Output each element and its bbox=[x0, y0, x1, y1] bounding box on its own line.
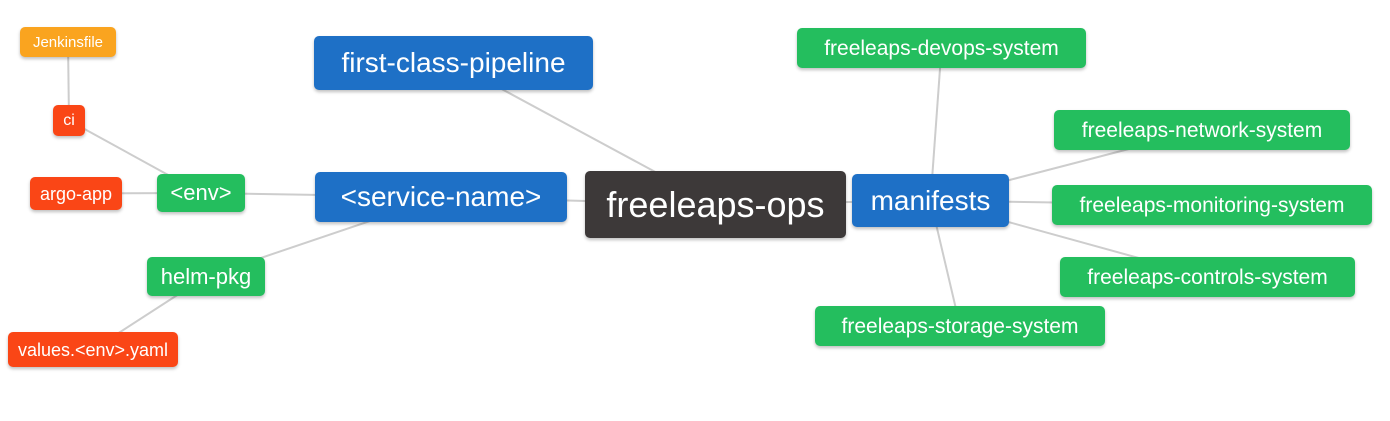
node-jenkinsfile[interactable]: Jenkinsfile bbox=[20, 27, 116, 57]
node-helm-pkg[interactable]: helm-pkg bbox=[147, 257, 265, 296]
node-freeleaps-controls-system[interactable]: freeleaps-controls-system bbox=[1060, 257, 1355, 297]
node-service-name[interactable]: <service-name> bbox=[315, 172, 567, 222]
node-freeleaps-storage-system[interactable]: freeleaps-storage-system bbox=[815, 306, 1105, 346]
node-argo-app[interactable]: argo-app bbox=[30, 177, 122, 210]
node-values-env-yaml[interactable]: values.<env>.yaml bbox=[8, 332, 178, 367]
node-freeleaps-devops-system[interactable]: freeleaps-devops-system bbox=[797, 28, 1086, 68]
node-freeleaps-monitoring-system[interactable]: freeleaps-monitoring-system bbox=[1052, 185, 1372, 225]
node-env[interactable]: <env> bbox=[157, 174, 245, 212]
node-freeleaps-ops[interactable]: freeleaps-ops bbox=[585, 171, 846, 238]
node-first-class-pipeline[interactable]: first-class-pipeline bbox=[314, 36, 593, 90]
node-freeleaps-network-system[interactable]: freeleaps-network-system bbox=[1054, 110, 1350, 150]
node-ci[interactable]: ci bbox=[53, 105, 85, 136]
node-manifests[interactable]: manifests bbox=[852, 174, 1009, 227]
